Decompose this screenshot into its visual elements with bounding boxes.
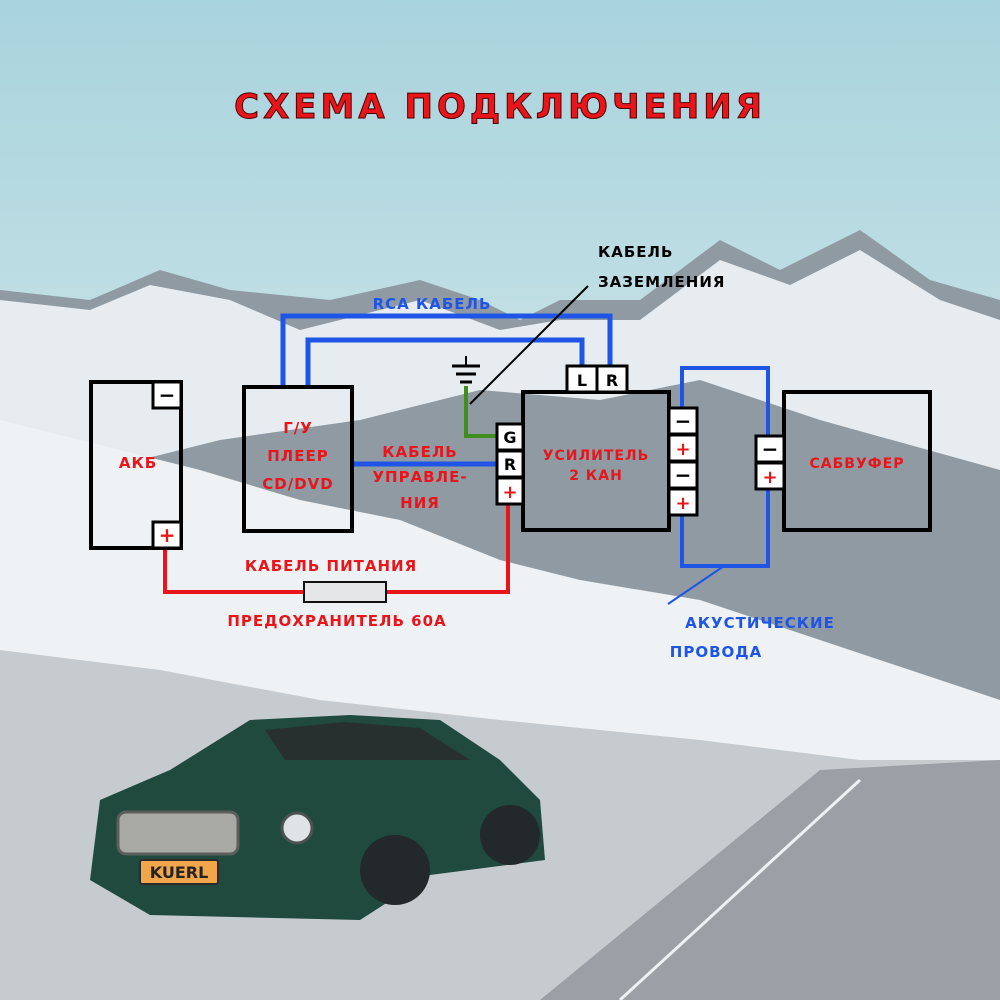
amp-out-plus-2 xyxy=(667,487,699,517)
amp-out-plus-1 xyxy=(667,433,699,463)
battery-minus-terminal xyxy=(151,380,183,410)
sub-plus-terminal xyxy=(754,461,786,491)
head-unit-line1: Г/У xyxy=(283,419,313,437)
fuse-symbol xyxy=(303,581,387,603)
control-cable-label-line1: КАБЕЛЬ xyxy=(382,443,457,461)
car-windshield xyxy=(265,722,470,760)
power-cable-label: КАБЕЛЬ ПИТАНИЯ xyxy=(245,557,417,575)
amp-out-plus-1-text: + xyxy=(675,439,690,460)
amp-terminal-l-text: L xyxy=(577,371,587,390)
ground-cable-label-line1: КАБЕЛЬ xyxy=(598,243,673,261)
sub-minus-terminal xyxy=(754,434,786,464)
license-plate-text: KUERL xyxy=(150,863,209,882)
license-plate xyxy=(139,859,219,885)
head-unit-line2: ПЛЕЕР xyxy=(267,447,329,465)
battery-block: − + АКБ xyxy=(89,380,183,550)
rca-wire-outer xyxy=(280,313,613,387)
amplifier-line2: 2 КАН xyxy=(569,468,623,484)
page-title: СХЕМА ПОДКЛЮЧЕНИЯ xyxy=(234,87,766,127)
snow-slope xyxy=(0,420,1000,770)
sub-minus-sign: − xyxy=(762,437,779,461)
amp-terminal-plus xyxy=(495,476,525,506)
sub-plus-sign: + xyxy=(762,467,777,488)
fuse-label: ПРЕДОХРАНИТЕЛЬ 60А xyxy=(227,612,446,630)
ground-callout-line xyxy=(469,285,589,405)
battery-minus-sign: − xyxy=(159,383,176,407)
ground-symbol xyxy=(452,356,480,384)
head-unit-line3: CD/DVD xyxy=(262,475,333,493)
amp-out-minus-2 xyxy=(667,460,699,490)
battery-label: АКБ xyxy=(119,454,157,472)
car-grille xyxy=(116,810,240,856)
car-headlight xyxy=(280,811,314,845)
road-line xyxy=(618,778,862,1000)
battery-plus-sign: + xyxy=(159,523,176,547)
car: KUERL xyxy=(90,715,545,920)
amp-terminal-r-text: R xyxy=(606,371,618,390)
ground-wire xyxy=(464,386,497,438)
amp-out-minus-2-text: − xyxy=(675,463,692,487)
ground-cable-label-line2: ЗАЗЕМЛЕНИЯ xyxy=(598,273,725,291)
head-unit-box xyxy=(242,385,354,533)
head-unit-block: Г/У ПЛЕЕР CD/DVD xyxy=(242,385,354,533)
amp-terminal-plus-text: + xyxy=(502,482,517,503)
amplifier-block: L R G R + − + − + УСИЛИТЕЛЬ 2 КАН xyxy=(495,364,699,532)
rca-wire-inner xyxy=(305,337,585,387)
control-cable-label-line2: УПРАВЛЕ- xyxy=(372,468,467,486)
speaker-wires-label-line2: ПРОВОДА xyxy=(670,643,762,661)
speaker-callout-line xyxy=(667,565,725,605)
car-wheel-front xyxy=(360,835,430,905)
rca-cable-label: RCA КАБЕЛЬ xyxy=(373,295,492,313)
control-cable-label-line3: НИЯ xyxy=(400,494,440,512)
road xyxy=(540,760,1000,1000)
amp-terminal-g-text: G xyxy=(503,428,516,447)
amp-terminal-g xyxy=(495,422,525,452)
car-wheel-rear xyxy=(480,805,540,865)
amp-terminal-rem xyxy=(495,449,525,479)
speaker-wires-label-line1: АКУСТИЧЕСКИЕ xyxy=(685,614,835,632)
amp-out-minus-1-text: − xyxy=(675,409,692,433)
subwoofer-block: − + САБВУФЕР xyxy=(754,390,932,532)
amp-terminal-rem-text: R xyxy=(504,455,516,474)
battery-plus-terminal xyxy=(151,520,183,550)
subwoofer-label: САБВУФЕР xyxy=(810,456,905,472)
amplifier-line1: УСИЛИТЕЛЬ xyxy=(543,448,650,464)
rca-wires xyxy=(280,313,613,387)
amp-out-plus-2-text: + xyxy=(675,493,690,514)
amp-terminal-r xyxy=(595,364,629,394)
battery-box xyxy=(89,380,183,550)
